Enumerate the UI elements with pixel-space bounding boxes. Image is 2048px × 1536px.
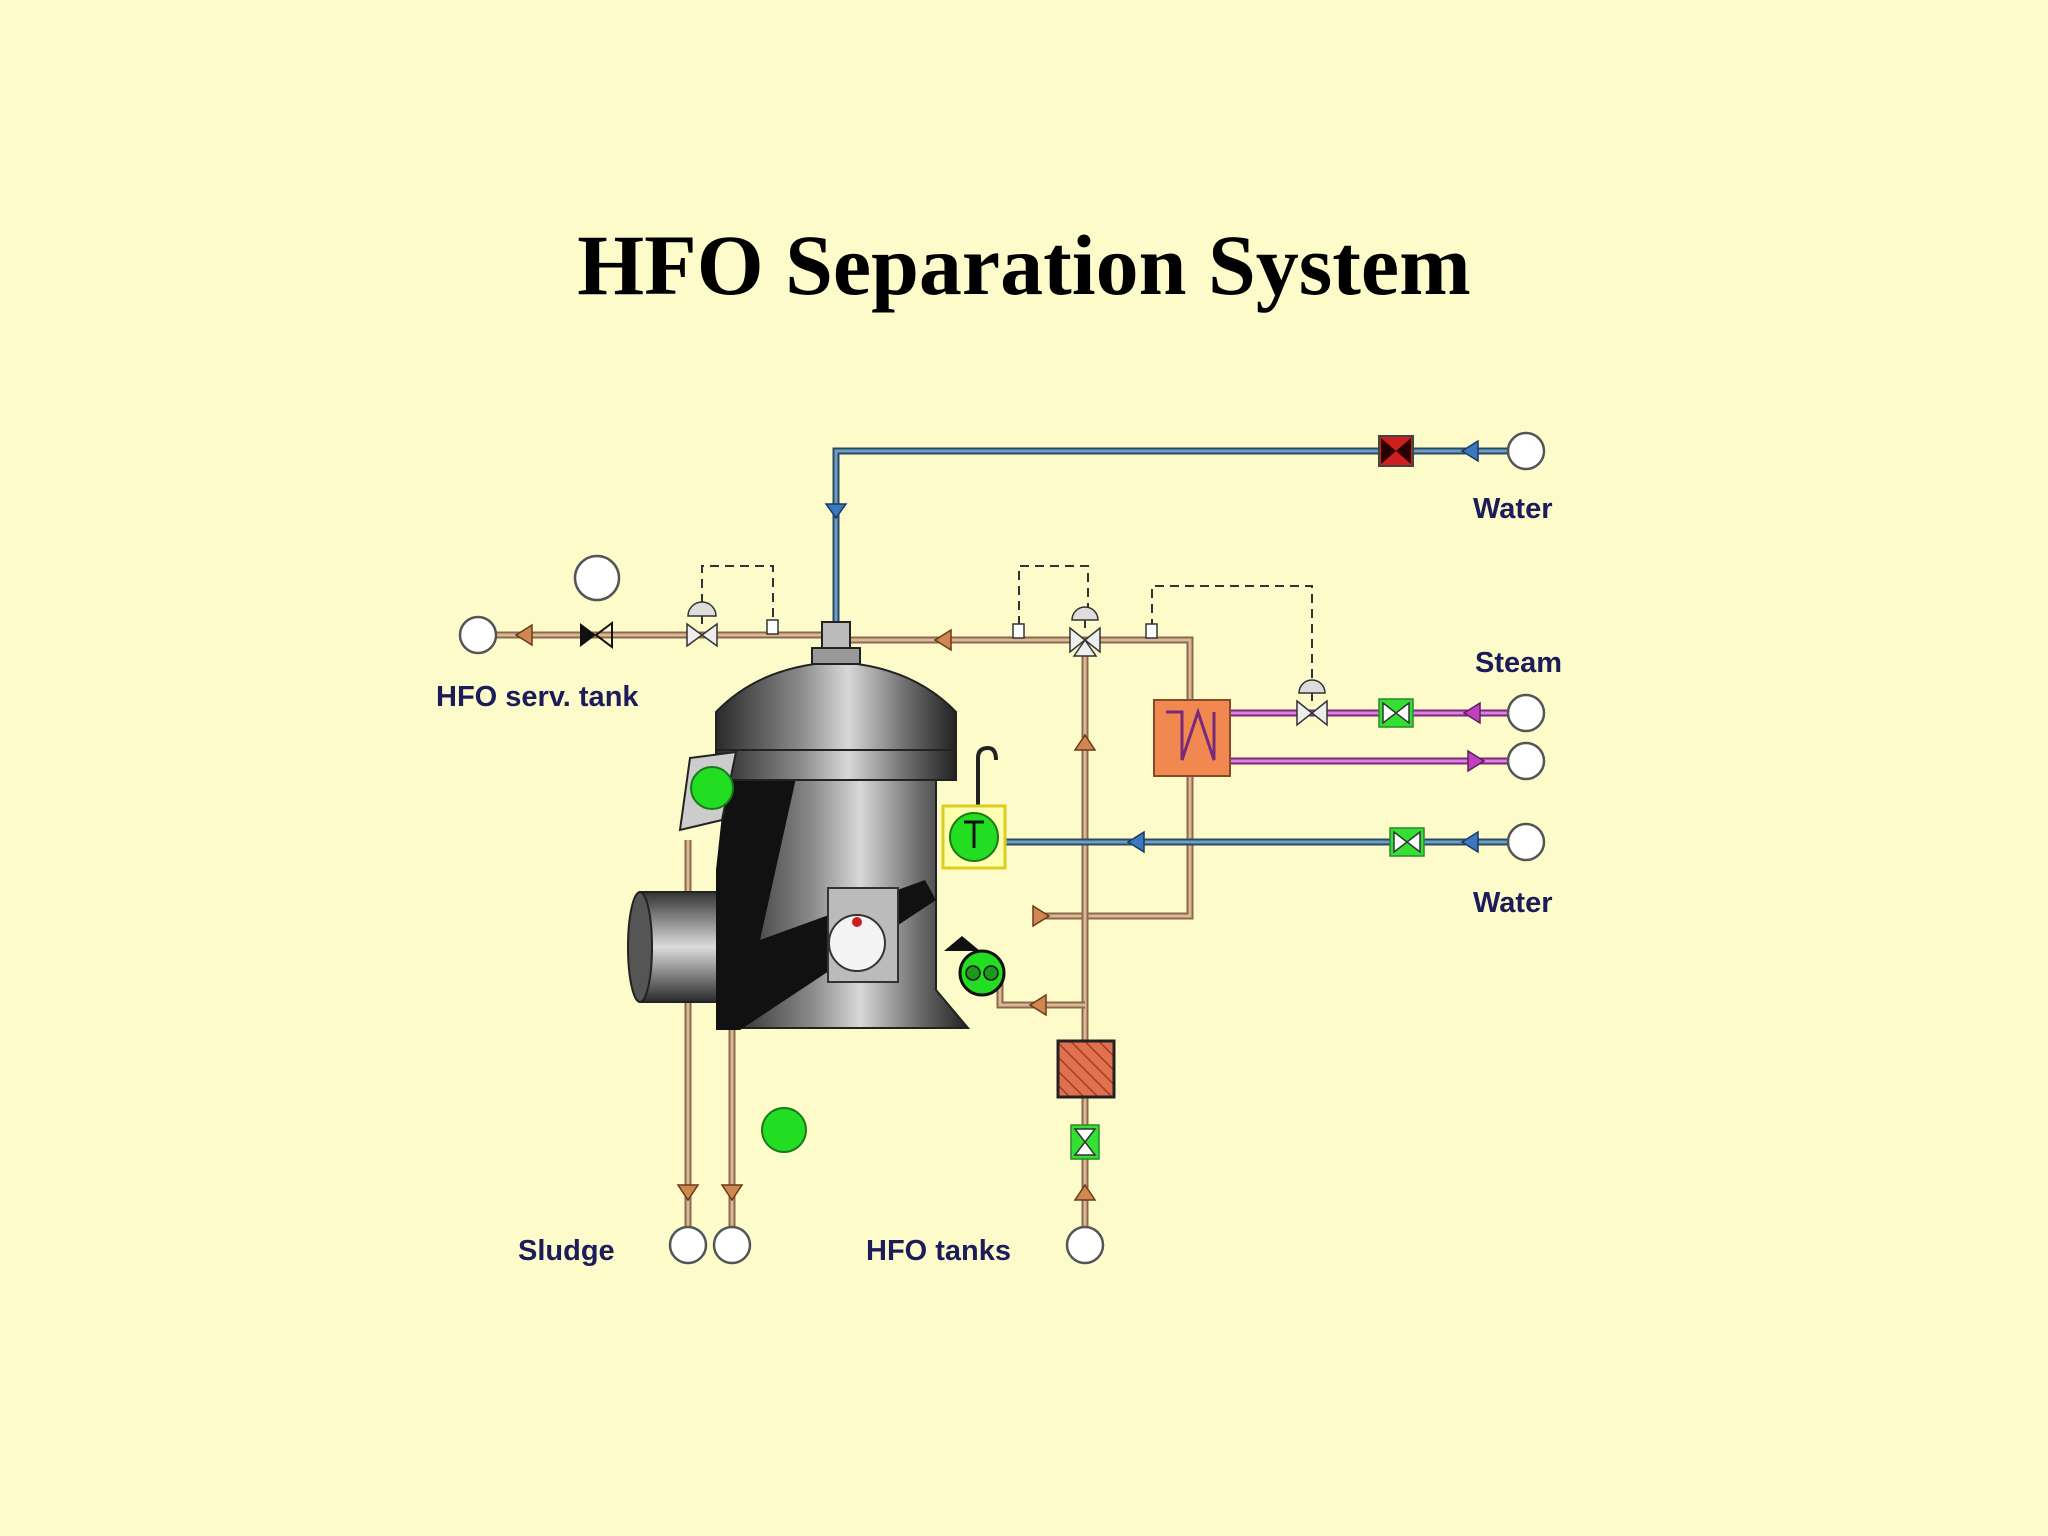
hfo-outlet-check-valve[interactable] bbox=[580, 621, 613, 649]
control-signal-lines bbox=[701, 565, 1313, 680]
filter-icon[interactable] bbox=[1056, 1039, 1116, 1099]
page-title: HFO Separation System bbox=[577, 217, 1471, 313]
heater-icon[interactable] bbox=[1153, 699, 1231, 777]
flow-arrows bbox=[514, 439, 1486, 1202]
steam-lines bbox=[1226, 709, 1526, 765]
steam-control-valve[interactable] bbox=[1296, 679, 1328, 727]
vent-pipe bbox=[976, 745, 998, 806]
label-sludge: Sludge bbox=[518, 1235, 615, 1267]
label-steam: Steam bbox=[1475, 647, 1562, 679]
water-inlet-valve-closed[interactable] bbox=[1378, 435, 1414, 467]
status-indicator-sludge-valve bbox=[690, 766, 734, 810]
label-water-mid: Water bbox=[1473, 887, 1553, 919]
steam-shutoff-valve-open[interactable] bbox=[1378, 698, 1414, 728]
terminal-hfo-tanks bbox=[1065, 1225, 1105, 1265]
terminal-sludge-1 bbox=[668, 1225, 708, 1265]
temperature-transmitter-icon[interactable] bbox=[941, 804, 1007, 870]
gauge-icon bbox=[828, 914, 886, 972]
pump-icon[interactable] bbox=[944, 936, 1006, 997]
terminal-steam-out bbox=[1506, 741, 1546, 781]
hfo-outlet-control-valve[interactable] bbox=[686, 601, 718, 648]
three-way-control-valve[interactable] bbox=[1069, 606, 1101, 657]
terminal-steam-in bbox=[1506, 693, 1546, 733]
label-hfo-serv-tank: HFO serv. tank bbox=[436, 681, 639, 713]
terminals bbox=[458, 431, 1546, 1265]
pressure-sensor bbox=[766, 619, 779, 635]
water-supply-line-top bbox=[832, 447, 1526, 625]
label-hfo-tanks: HFO tanks bbox=[866, 1235, 1011, 1267]
terminal-water-mid bbox=[1506, 822, 1546, 862]
temperature-sensor-left bbox=[1012, 623, 1025, 639]
hfo-tank-inlet-valve-open[interactable] bbox=[1070, 1124, 1100, 1160]
terminal-hfo-serv-tank bbox=[458, 615, 498, 655]
terminal-sludge-2 bbox=[712, 1225, 752, 1265]
terminal-water-top bbox=[1506, 431, 1546, 471]
separator-icon[interactable] bbox=[627, 621, 971, 1030]
water-shutoff-valve-open[interactable] bbox=[1389, 827, 1425, 857]
label-water-top: Water bbox=[1473, 493, 1553, 525]
status-indicator-separator bbox=[761, 1107, 807, 1153]
terminal-hfo-serv-tank-indicator bbox=[573, 554, 621, 602]
temperature-sensor-right bbox=[1145, 623, 1158, 639]
